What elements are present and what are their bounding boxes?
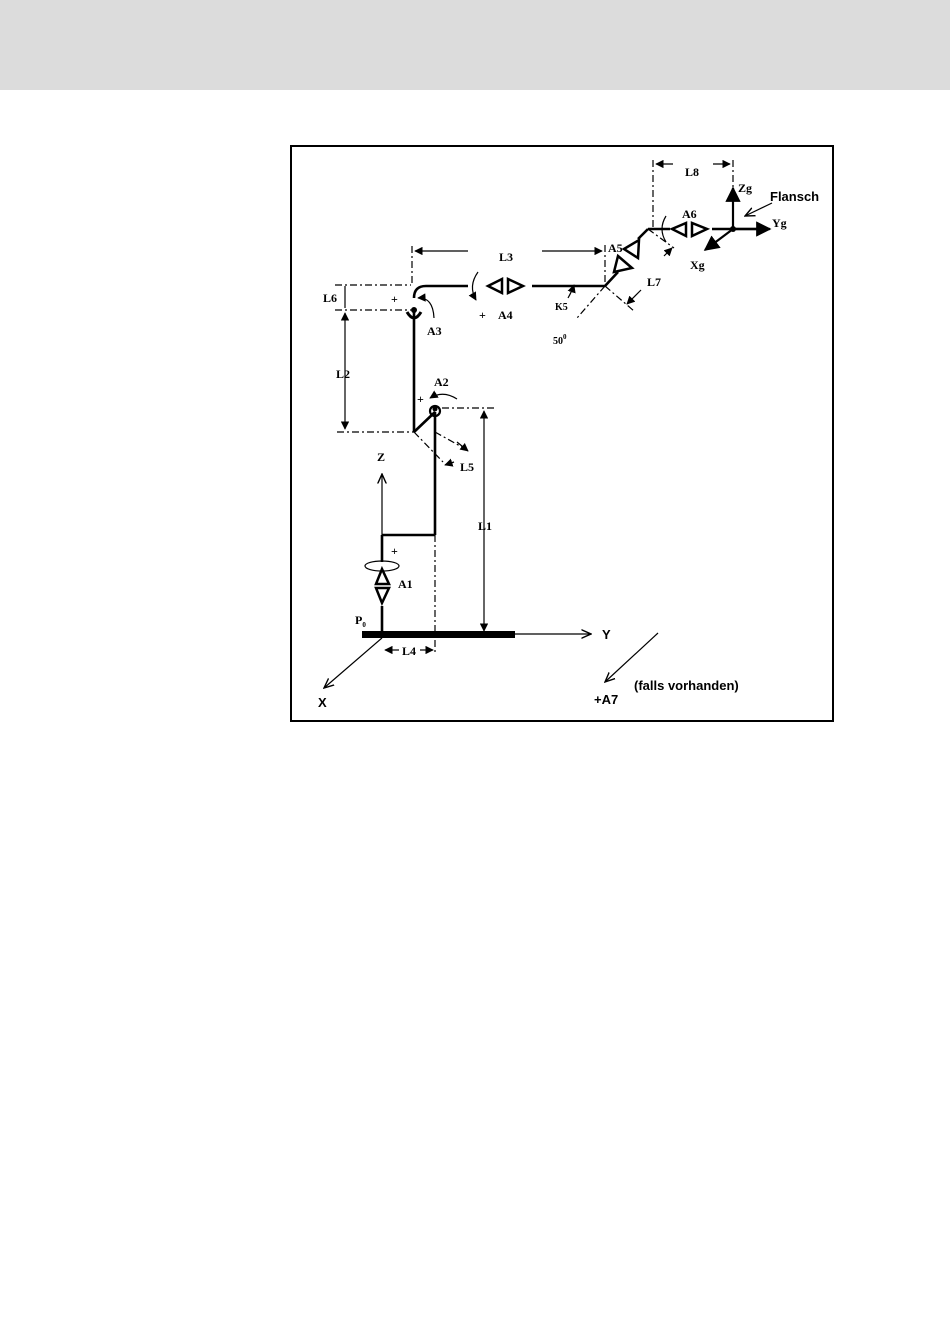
- flange-coordinate-axes: [705, 188, 772, 250]
- label-a6: A6: [682, 207, 697, 221]
- label-a5: A5: [608, 241, 623, 255]
- label-angle: 500: [553, 333, 567, 347]
- label-axis-yg: Yg: [772, 216, 787, 230]
- joint-a3: [407, 298, 434, 318]
- label-l8: L8: [685, 165, 699, 179]
- base-coordinate-axes: [324, 474, 658, 688]
- label-l4: L4: [402, 644, 416, 658]
- robot-base-plate: [362, 631, 515, 638]
- joint-a1: [365, 561, 399, 603]
- label-a4: A4: [498, 308, 513, 322]
- robot-kinematics-figure: L1 L2 L3 L4 L5 L6 L7 L8 A1 A2 A3 A4 A5 A…: [290, 145, 834, 722]
- label-axis-zg: Zg: [738, 181, 752, 195]
- label-axis-y: Y: [602, 627, 611, 642]
- label-axis-xg: Xg: [690, 258, 705, 272]
- plus-sign-a1: +: [391, 544, 398, 558]
- label-l6: L6: [323, 291, 337, 305]
- page-header-band: [0, 0, 950, 90]
- joint-a4: [472, 272, 523, 300]
- label-l3: L3: [499, 250, 513, 264]
- label-l7: L7: [647, 275, 661, 289]
- label-k5: K5: [555, 302, 568, 313]
- label-a7: +A7: [594, 692, 618, 707]
- label-a2: A2: [434, 375, 449, 389]
- label-l5: L5: [460, 460, 474, 474]
- label-optional-note: (falls vorhanden): [634, 678, 739, 693]
- plus-sign-a2: +: [417, 392, 424, 406]
- robot-links: [382, 229, 768, 634]
- label-a1: A1: [398, 577, 413, 591]
- label-l2: L2: [336, 367, 350, 381]
- dimension-guide-lines: [335, 160, 733, 654]
- flange-origin-point: [730, 226, 736, 232]
- plus-sign-a3: +: [391, 292, 398, 306]
- label-p0: P0: [355, 613, 366, 629]
- label-axis-z: Z: [377, 450, 385, 464]
- label-a3: A3: [427, 324, 442, 338]
- robot-diagram-svg: L1 L2 L3 L4 L5 L6 L7 L8 A1 A2 A3 A4 A5 A…: [292, 147, 832, 720]
- label-l1: L1: [478, 519, 492, 533]
- plus-sign-a4: +: [479, 308, 486, 322]
- label-axis-x: X: [318, 695, 327, 710]
- label-flange: Flansch: [770, 189, 819, 204]
